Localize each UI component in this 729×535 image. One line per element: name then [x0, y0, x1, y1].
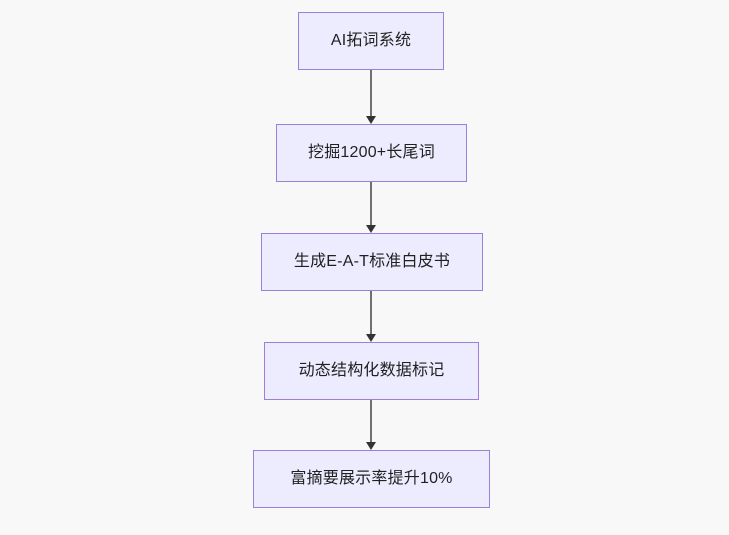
flow-edge-3 [364, 291, 378, 342]
flow-node-label: 富摘要展示率提升10% [290, 470, 453, 488]
edge-line [370, 182, 372, 225]
flow-node-label: 生成E-A-T标准白皮书 [293, 253, 451, 271]
flow-edge-4 [364, 400, 378, 450]
flow-edge-2 [364, 182, 378, 233]
flow-node-rich-snippet-result[interactable]: 富摘要展示率提升10% [253, 450, 490, 508]
flow-node-label: 挖掘1200+长尾词 [308, 144, 435, 162]
arrow-down-icon [366, 442, 376, 450]
flow-node-structured-data-markup[interactable]: 动态结构化数据标记 [264, 342, 479, 400]
edge-line [370, 400, 372, 442]
arrow-down-icon [366, 334, 376, 342]
edge-line [370, 70, 372, 116]
arrow-down-icon [366, 225, 376, 233]
flow-node-longtail-keywords[interactable]: 挖掘1200+长尾词 [276, 124, 467, 182]
flow-node-label: AI拓词系统 [330, 32, 412, 50]
arrow-down-icon [366, 116, 376, 124]
flow-node-eat-whitepaper[interactable]: 生成E-A-T标准白皮书 [261, 233, 483, 291]
flow-node-ai-keyword-system[interactable]: AI拓词系统 [298, 12, 444, 70]
edge-line [370, 291, 372, 334]
flow-edge-1 [364, 70, 378, 124]
flow-node-label: 动态结构化数据标记 [298, 362, 445, 380]
